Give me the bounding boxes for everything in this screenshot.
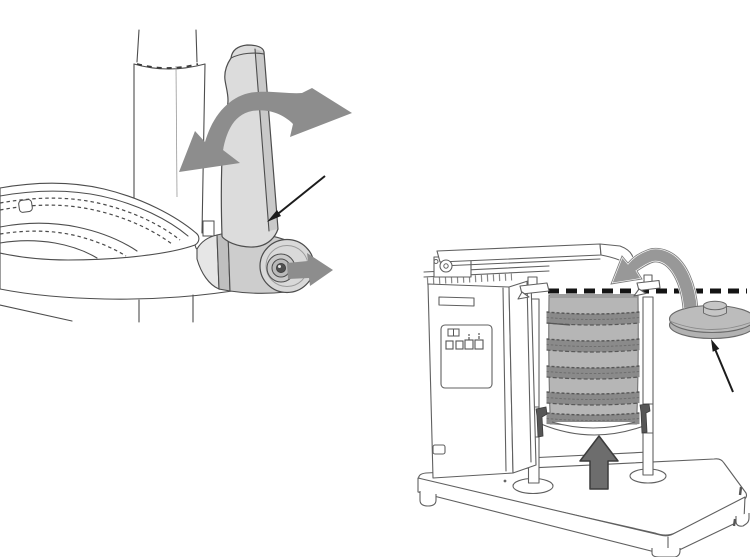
rod-bracket-right (633, 274, 661, 297)
clamping-rod-right (639, 296, 654, 476)
name-plate (438, 296, 475, 307)
clamp-lever-closeup (0, 29, 352, 323)
rod-bracket-left (517, 276, 550, 300)
plate-bracket (202, 220, 215, 237)
drive-unit (423, 243, 634, 479)
up-arrow (579, 435, 619, 490)
sieve-lid (668, 300, 750, 340)
base-foot (735, 513, 750, 527)
swing-arrow (179, 88, 352, 172)
locking-lever (639, 403, 651, 434)
panel-buttons (445, 333, 484, 350)
control-panel (440, 324, 493, 389)
lever-hub (196, 231, 315, 294)
lid-pointer-arrow (711, 339, 734, 393)
hub-socket (275, 262, 286, 273)
locking-lever (535, 406, 548, 438)
pan-bottom (551, 421, 636, 429)
arm-pivot-screw (439, 259, 453, 273)
tower-side (508, 279, 537, 474)
base-foot (651, 548, 681, 557)
clamping-plate (0, 182, 245, 322)
plate-clip (18, 199, 33, 213)
lid-placement-arrow (609, 247, 700, 311)
support-column (133, 29, 206, 234)
sieve-shaker-overview (417, 243, 750, 557)
base-foot (419, 491, 437, 507)
pull-out-arrow (287, 253, 333, 286)
panel-display-icon (447, 328, 460, 337)
door-latch (432, 444, 446, 455)
support-column-lower (138, 294, 194, 323)
base-plate (417, 458, 750, 557)
sieve-support-table (540, 423, 650, 436)
sieve-stack (546, 294, 640, 429)
top-arm (436, 243, 602, 263)
lever-pointer-arrow (267, 175, 326, 222)
clamp-lever (220, 44, 279, 248)
